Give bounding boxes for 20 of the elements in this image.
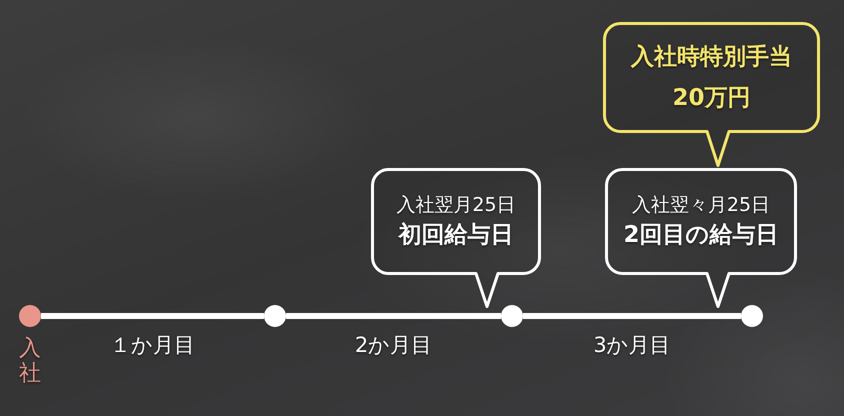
timeline-segment xyxy=(286,313,501,319)
date-text: 入社翌月25日 xyxy=(396,194,516,217)
month-label: 3か月目 xyxy=(593,333,671,358)
start-dot xyxy=(19,305,41,327)
month-label: １か月目 xyxy=(110,333,195,358)
bonus-amount: 20万円 xyxy=(672,84,750,111)
payday-text: 2回目の給与日 xyxy=(623,222,778,248)
timeline-segment xyxy=(41,313,264,319)
start-label: 入社 xyxy=(19,336,41,387)
month-label: 2か月目 xyxy=(354,333,432,358)
bonus-title: 入社時特別手当 xyxy=(631,44,792,70)
payday-text: 初回給与日 xyxy=(398,222,514,248)
speech-bubble xyxy=(371,168,541,308)
speech-bubble xyxy=(605,168,797,308)
timeline-dot xyxy=(264,305,286,327)
timeline-dot xyxy=(501,305,523,327)
timeline-dot xyxy=(741,305,763,327)
timeline-segment xyxy=(523,313,741,319)
date-text: 入社翌々月25日 xyxy=(632,194,770,217)
speech-bubble xyxy=(603,22,820,167)
